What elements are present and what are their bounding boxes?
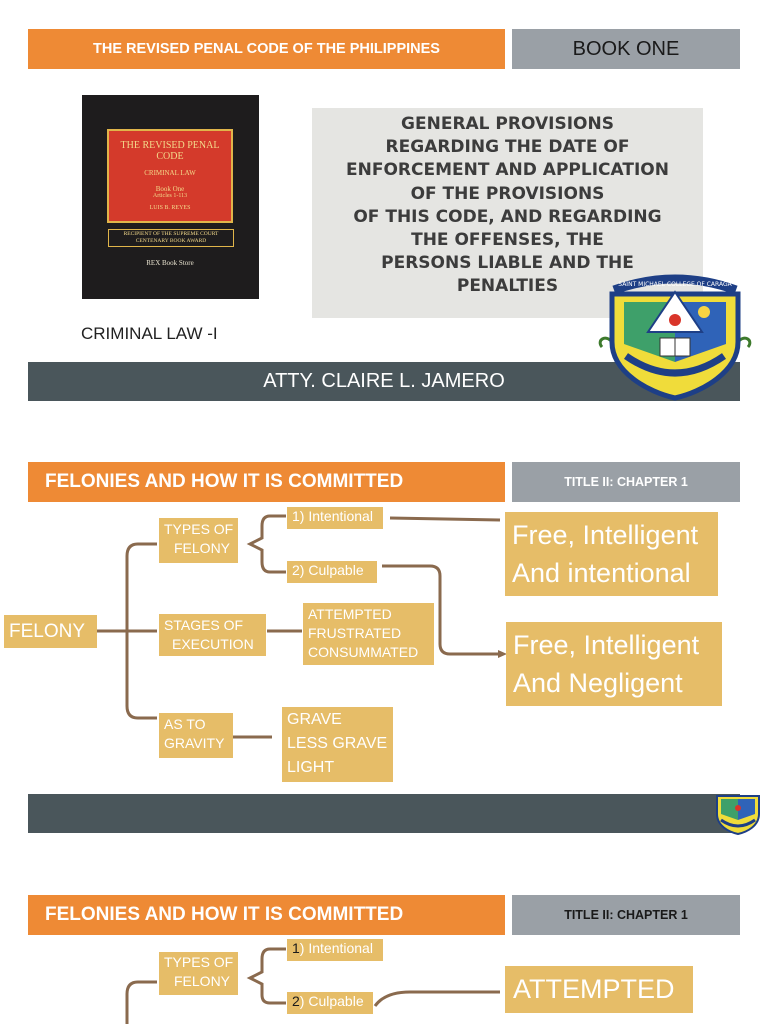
- slide2-chapter-tag: TITLE II: CHAPTER 1: [512, 462, 740, 502]
- slide2-title: FELONIES AND HOW IT IS COMMITTED: [45, 471, 404, 492]
- gravity-light: LIGHT: [287, 759, 335, 776]
- slide3-chapter-tag: TITLE II: CHAPTER 1: [512, 895, 740, 935]
- author-name: ATTY. CLAIRE L. JAMERO: [263, 370, 505, 392]
- slide3-culpable-node: 2) Culpable: [287, 992, 373, 1014]
- culpable-node: 2) Culpable: [287, 561, 377, 583]
- gravity-less-grave: LESS GRAVE: [287, 735, 388, 752]
- slide3-attempted-box: ATTEMPTED: [505, 966, 693, 1013]
- book-one-tag: BOOK ONE: [512, 29, 740, 69]
- stage-attempted: ATTEMPTED: [308, 606, 392, 622]
- course-label: CRIMINAL LAW -I: [81, 324, 218, 343]
- college-seal-small-logo: [716, 795, 760, 836]
- intentional-node: 1) Intentional: [287, 507, 383, 529]
- result-negligent-box: Free, Intelligent And Negligent: [506, 622, 722, 706]
- slide3-title: FELONIES AND HOW IT IS COMMITTED: [45, 904, 404, 925]
- book-cover-red-panel: THE REVISED PENAL CODE CRIMINAL LAW Book…: [107, 129, 233, 223]
- slide2-footer-bar: [28, 794, 740, 833]
- provisions-line: REGARDING THE DATE OF: [385, 137, 630, 158]
- slide3-intentional-node: 1) Intentional: [287, 939, 383, 961]
- slide3-title-bar: FELONIES AND HOW IT IS COMMITTED: [28, 895, 505, 935]
- slide3-diagram-connectors: [125, 947, 500, 1024]
- slide2-title-bar: FELONIES AND HOW IT IS COMMITTED: [28, 462, 505, 502]
- result-intentional-box: Free, Intelligent And intentional: [505, 512, 718, 596]
- slide1-title: THE REVISED PENAL CODE OF THE PHILIPPINE…: [93, 41, 440, 57]
- stages-list: ATTEMPTED FRUSTRATED CONSUMMATED: [303, 603, 434, 665]
- general-provisions-box: GENERAL PROVISIONS REGARDING THE DATE OF…: [312, 108, 703, 318]
- book-cover-title: THE REVISED PENAL CODE: [120, 140, 220, 162]
- slide3-types-of-felony-node: TYPES OF FELONY: [159, 952, 238, 995]
- seal-text: SAINT MICHAEL COLLEGE OF CARAGA: [618, 281, 732, 288]
- book-cover-award: RECIPIENT OF THE SUPREME COURT CENTENARY…: [108, 229, 234, 247]
- provisions-line: OF THIS CODE, AND REGARDING: [353, 206, 662, 227]
- provisions-line: GENERAL PROVISIONS: [401, 114, 614, 134]
- provisions-line: THE OFFENSES, THE: [411, 230, 604, 251]
- stage-frustrated: FRUSTRATED: [308, 625, 402, 641]
- stages-of-execution-node: STAGES OF EXECUTION: [159, 614, 266, 656]
- book-one-label: BOOK ONE: [572, 37, 680, 60]
- college-seal-logo: SAINT MICHAEL COLLEGE OF CARAGA: [598, 274, 752, 401]
- as-to-gravity-node: AS TO GRAVITY: [159, 713, 233, 758]
- gravity-list: GRAVE LESS GRAVE LIGHT: [282, 707, 393, 782]
- felony-diagram-connectors: [97, 514, 507, 739]
- provisions-line: PENALTIES: [456, 276, 559, 297]
- book-cover-image: THE REVISED PENAL CODE CRIMINAL LAW Book…: [82, 95, 259, 299]
- slide2-chapter-label: TITLE II: CHAPTER 1: [564, 475, 688, 489]
- stage-consummated: CONSUMMATED: [308, 644, 419, 660]
- provisions-line: ENFORCEMENT AND APPLICATION: [346, 160, 669, 181]
- gravity-grave: GRAVE: [287, 711, 342, 728]
- felony-root: FELONY: [4, 615, 97, 648]
- book-cover-volume: Book One: [155, 185, 185, 193]
- slide1-title-bar: THE REVISED PENAL CODE OF THE PHILIPPINE…: [28, 29, 505, 69]
- provisions-line: PERSONS LIABLE AND THE: [381, 253, 634, 274]
- book-cover-author: LUIS B. REYES: [149, 205, 191, 211]
- book-cover-publisher: REX Book Store: [146, 259, 194, 267]
- book-cover-articles: Articles 1-113: [152, 193, 188, 199]
- provisions-line: OF THE PROVISIONS: [410, 183, 605, 204]
- types-of-felony-node: TYPES OF FELONY: [159, 518, 238, 563]
- slide3-chapter-label: TITLE II: CHAPTER 1: [564, 908, 688, 922]
- book-cover-subtitle: CRIMINAL LAW: [144, 169, 196, 177]
